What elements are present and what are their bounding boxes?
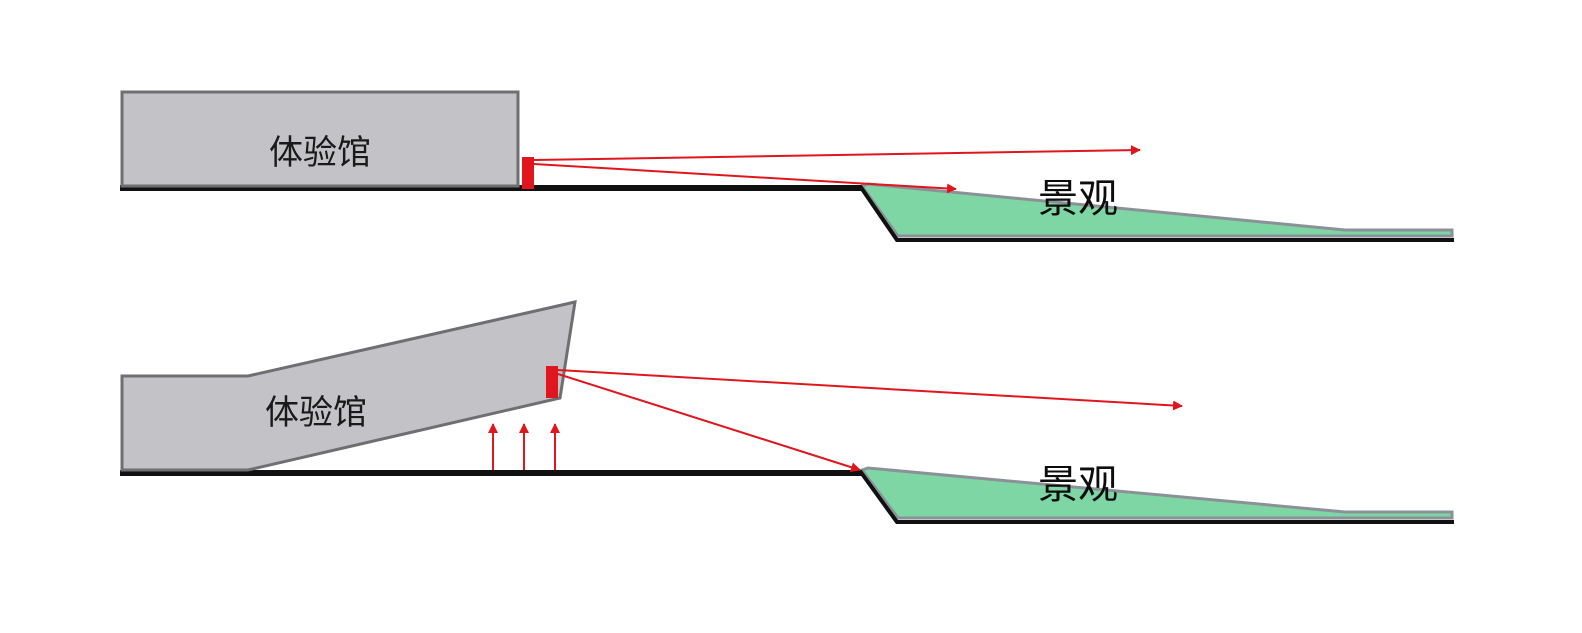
top-sightline-near	[533, 163, 957, 194]
bottom-landscape-terrain	[859, 466, 1454, 520]
top-landscape-label: 景观	[1038, 176, 1118, 222]
top-landscape-terrain	[859, 182, 1454, 238]
top-terrain-edge	[858, 184, 1454, 242]
bottom-viewpoint-marker	[546, 366, 558, 398]
top-building	[120, 90, 520, 188]
bottom-building-label: 体验馆	[265, 393, 367, 433]
top-sightline-far	[533, 145, 1141, 161]
top-panel: 体验馆 景观	[120, 90, 1454, 242]
bottom-panel: 体验馆 景观	[120, 300, 1454, 524]
top-viewpoint-marker	[522, 157, 534, 189]
bottom-landscape-label: 景观	[1038, 462, 1118, 508]
bottom-terrain-edge	[858, 469, 1454, 524]
bottom-building	[120, 300, 577, 472]
top-building-label: 体验馆	[269, 133, 371, 173]
bottom-sightline-near	[557, 373, 861, 473]
bottom-sightline-far	[557, 369, 1183, 411]
